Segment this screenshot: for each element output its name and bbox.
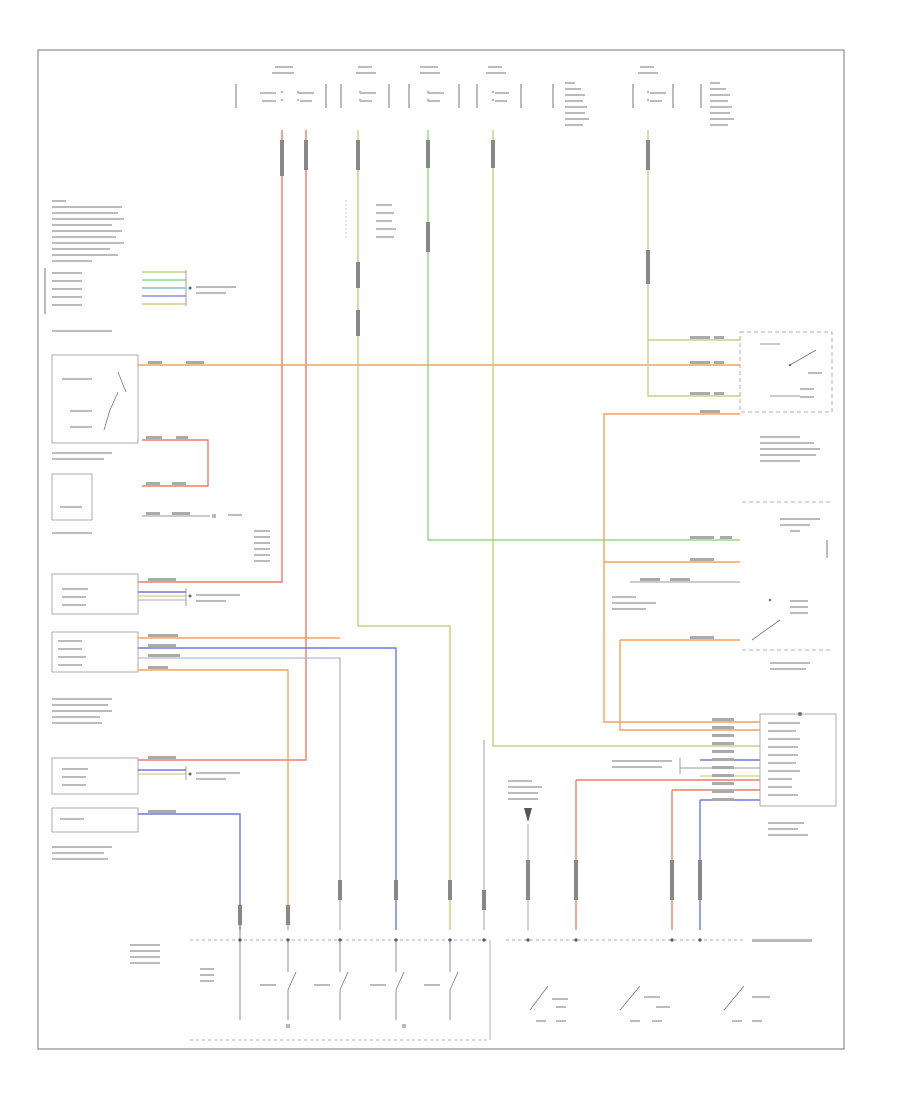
wires-green xyxy=(427,130,740,541)
wire-orange-4 xyxy=(603,413,760,723)
wire-grey-1 xyxy=(138,657,341,930)
sensor-callout xyxy=(212,514,270,562)
mid-connector xyxy=(345,200,396,240)
left-switch-box xyxy=(51,354,139,460)
wire-yg-3 xyxy=(647,130,740,397)
right-switch-a xyxy=(739,331,833,503)
left-motor-a xyxy=(51,573,139,615)
wire-yg-1 xyxy=(357,130,451,930)
top-connector-2 xyxy=(340,66,390,108)
left-sensor-box xyxy=(51,473,93,534)
wire-orange-3 xyxy=(138,669,289,930)
top-notes-right xyxy=(700,82,734,126)
top-connector-3 xyxy=(408,66,460,108)
bottom-buses xyxy=(190,930,812,1041)
wire-red-1 xyxy=(138,130,283,583)
left-unit-a xyxy=(51,631,139,724)
wire-blue-1 xyxy=(138,647,397,930)
wire-misc-yellow xyxy=(138,595,760,777)
ground-group xyxy=(529,985,770,1022)
wires-misc xyxy=(142,515,760,930)
wires-yellow-green xyxy=(357,130,760,930)
wire-orange-7 xyxy=(619,640,760,731)
wires-grey xyxy=(138,599,341,930)
module-connector xyxy=(508,758,681,822)
wires-orange xyxy=(138,364,760,930)
wire-blue-2 xyxy=(138,813,241,930)
seat-switch-group xyxy=(130,940,459,1028)
wire-yg-2 xyxy=(492,130,760,747)
wire-red-2 xyxy=(138,130,307,761)
note-block xyxy=(52,200,124,262)
right-sensor xyxy=(780,518,828,558)
right-switch-b xyxy=(612,596,832,670)
top-connector-1 xyxy=(235,66,327,108)
mid-left-connectors xyxy=(185,588,240,780)
control-module xyxy=(759,712,837,836)
diagram-frame xyxy=(37,49,845,1050)
top-connector-5 xyxy=(632,66,674,108)
wire-labels-horizontal xyxy=(146,336,734,813)
instrument-panel-connector xyxy=(44,268,236,332)
wire-red-loop xyxy=(142,439,209,487)
top-notes-middle xyxy=(552,82,589,126)
wires-red xyxy=(138,130,760,930)
top-connectors xyxy=(235,66,734,126)
wire-green-1 xyxy=(427,130,740,541)
top-connector-4 xyxy=(476,66,522,108)
left-motor-b xyxy=(51,757,139,860)
wire-labels xyxy=(238,140,702,925)
